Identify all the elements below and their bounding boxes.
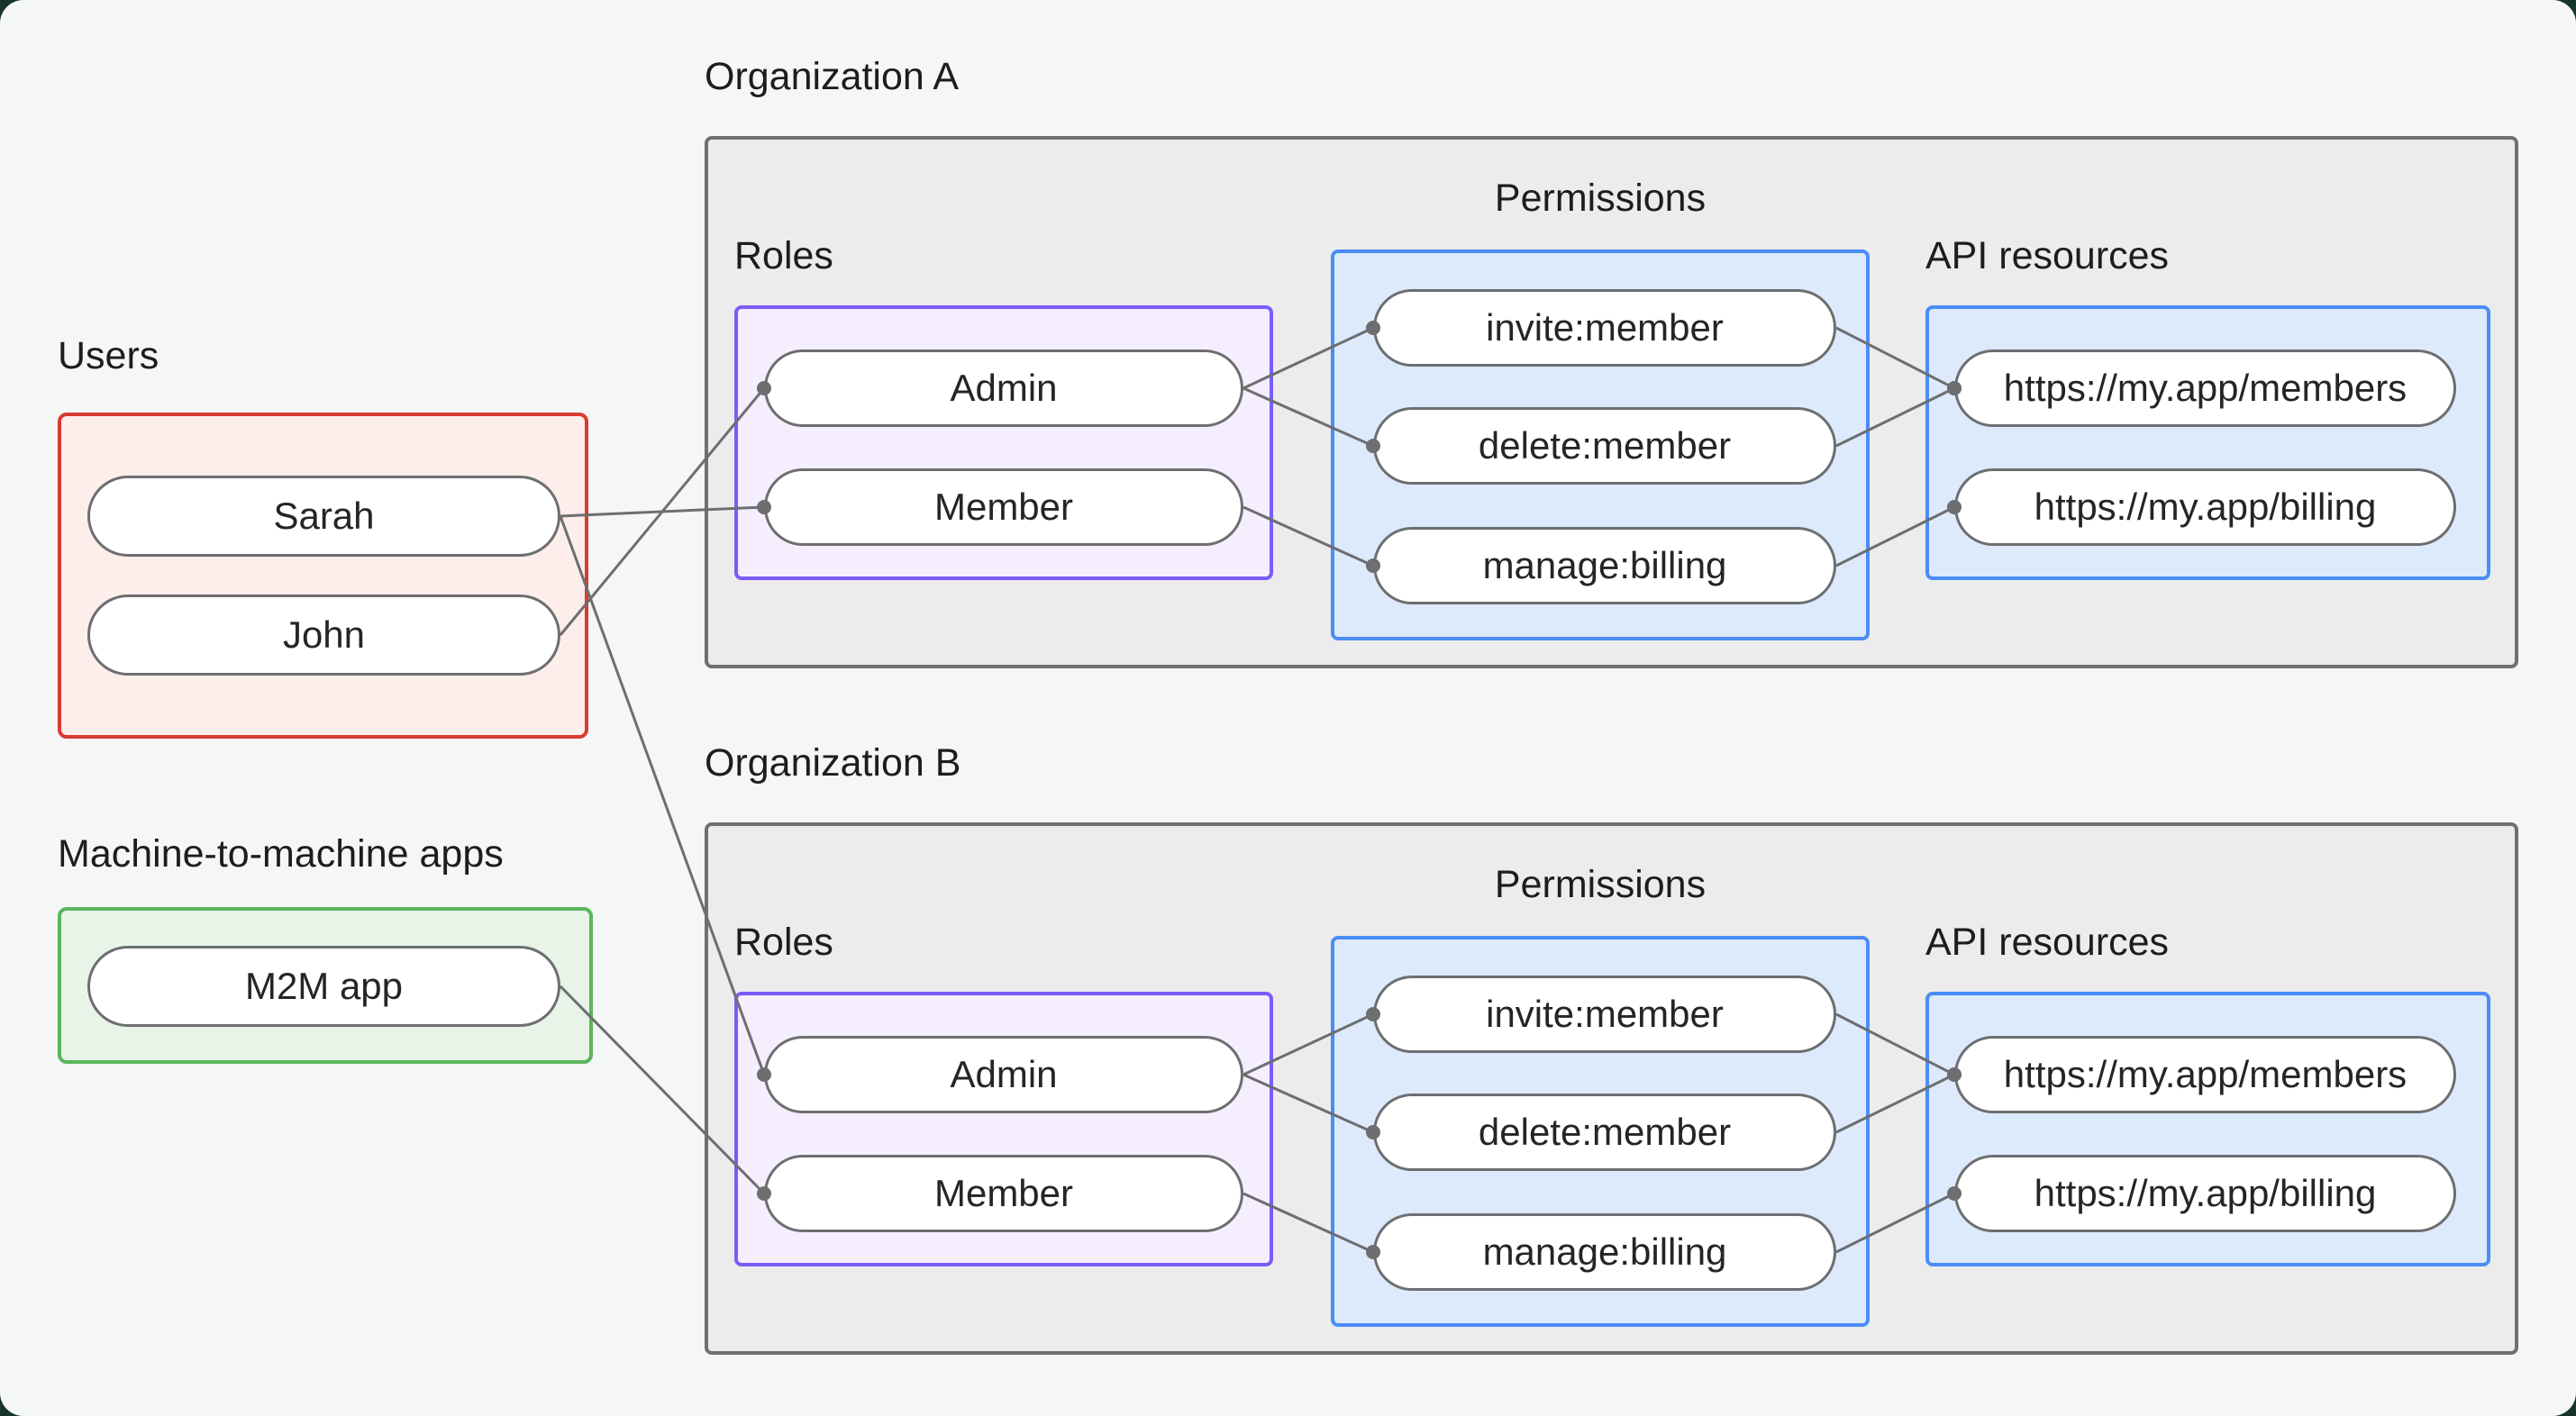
org-a-perm-invite: invite:member bbox=[1373, 289, 1836, 367]
role-node-label: Member bbox=[933, 1172, 1074, 1214]
org-a-api-members: https://my.app/members bbox=[1954, 349, 2456, 427]
user-node-john: John bbox=[87, 595, 560, 676]
permission-node-label: manage:billing bbox=[1482, 544, 1727, 586]
org-b-api-resources-box: https://my.app/members https://my.app/bi… bbox=[1925, 992, 2490, 1266]
org-b-api-resources-label: API resources bbox=[1925, 921, 2170, 964]
permission-node-label: invite:member bbox=[1486, 306, 1724, 349]
m2m-group-box: M2M app bbox=[58, 907, 593, 1064]
user-node-label: John bbox=[282, 613, 366, 656]
users-section-title: Users bbox=[58, 334, 159, 377]
org-a-roles-box: Admin Member bbox=[734, 305, 1273, 580]
org-b-title: Organization B bbox=[705, 741, 961, 785]
api-node-label: https://my.app/members bbox=[2003, 1053, 2408, 1095]
api-node-label: https://my.app/members bbox=[2003, 367, 2408, 409]
org-b-api-billing: https://my.app/billing bbox=[1954, 1155, 2456, 1232]
org-b-role-member: Member bbox=[764, 1155, 1243, 1232]
permission-node-label: manage:billing bbox=[1482, 1230, 1727, 1273]
permission-node-label: delete:member bbox=[1478, 1111, 1732, 1153]
org-b-api-members: https://my.app/members bbox=[1954, 1036, 2456, 1113]
org-b-perm-manage: manage:billing bbox=[1373, 1213, 1836, 1291]
org-a-api-resources-box: https://my.app/members https://my.app/bi… bbox=[1925, 305, 2490, 580]
org-a-role-member: Member bbox=[764, 468, 1243, 546]
api-node-label: https://my.app/billing bbox=[2034, 486, 2377, 528]
m2m-section-title: Machine-to-machine apps bbox=[58, 832, 504, 876]
org-a-roles-label: Roles bbox=[734, 234, 833, 277]
m2m-node-label: M2M app bbox=[244, 965, 404, 1007]
org-a-api-resources-label: API resources bbox=[1925, 234, 2170, 277]
role-node-label: Member bbox=[933, 486, 1074, 528]
api-node-label: https://my.app/billing bbox=[2034, 1172, 2377, 1214]
org-a-perm-manage: manage:billing bbox=[1373, 527, 1836, 604]
org-a-permissions-box: invite:member delete:member manage:billi… bbox=[1331, 250, 1870, 640]
org-a-group-box: Roles Admin Member Permissions invite:me… bbox=[705, 136, 2518, 668]
org-b-role-admin: Admin bbox=[764, 1036, 1243, 1113]
org-b-permissions-box: invite:member delete:member manage:billi… bbox=[1331, 936, 1870, 1327]
permission-node-label: delete:member bbox=[1478, 424, 1732, 467]
role-node-label: Admin bbox=[950, 367, 1058, 409]
org-b-perm-invite: invite:member bbox=[1373, 976, 1836, 1053]
org-a-permissions-label: Permissions bbox=[1494, 177, 1707, 220]
org-b-perm-delete: delete:member bbox=[1373, 1094, 1836, 1171]
org-b-group-box: Roles Admin Member Permissions invite:me… bbox=[705, 822, 2518, 1355]
permission-node-label: invite:member bbox=[1486, 993, 1724, 1035]
org-a-role-admin: Admin bbox=[764, 349, 1243, 427]
org-b-permissions-label: Permissions bbox=[1494, 863, 1707, 906]
user-node-sarah: Sarah bbox=[87, 476, 560, 557]
org-a-api-billing: https://my.app/billing bbox=[1954, 468, 2456, 546]
org-a-perm-delete: delete:member bbox=[1373, 407, 1836, 485]
role-node-label: Admin bbox=[950, 1053, 1058, 1095]
org-a-title: Organization A bbox=[705, 55, 960, 98]
m2m-node-app: M2M app bbox=[87, 946, 560, 1027]
users-group-box: Sarah John bbox=[58, 413, 588, 739]
user-node-label: Sarah bbox=[273, 495, 375, 537]
org-b-roles-box: Admin Member bbox=[734, 992, 1273, 1266]
org-b-roles-label: Roles bbox=[734, 921, 833, 964]
